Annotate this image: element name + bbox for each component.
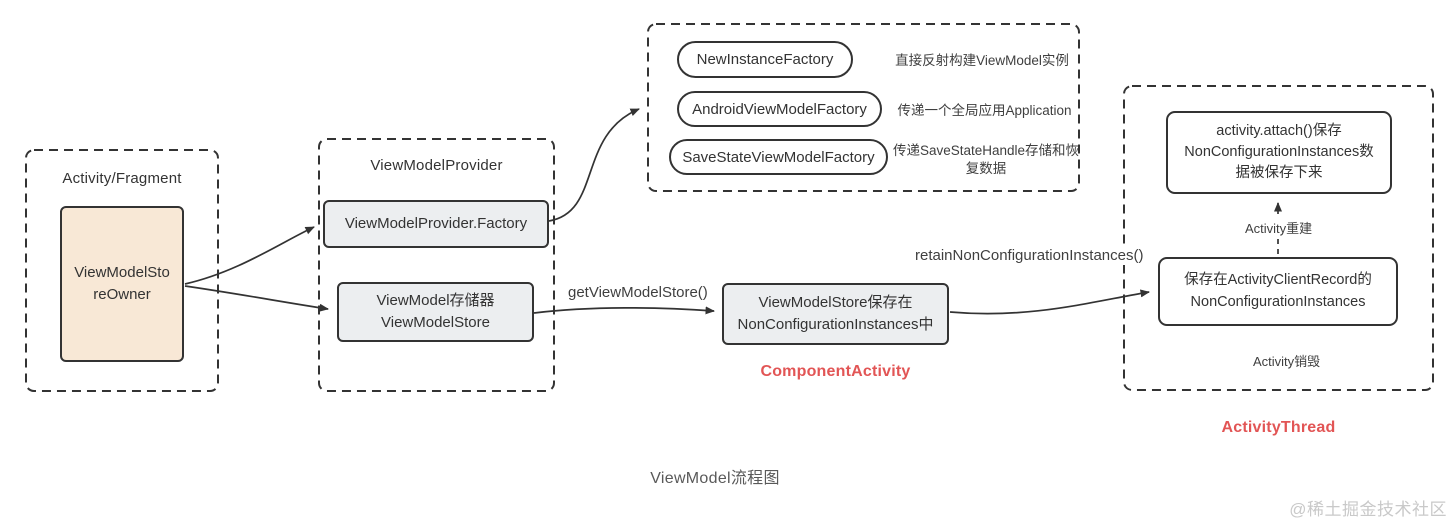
activityclientrecord-line1: 保存在ActivityClientRecord的 [1184, 272, 1372, 289]
arrow-owner-to-factory [184, 226, 315, 285]
newinstancefactory-desc: 直接反射构建ViewModel实例 [895, 53, 1069, 68]
viewmodelstoreowner-box: ViewModelSto reOwner [60, 206, 184, 362]
arrow-store-to-componentactivity [533, 306, 715, 315]
viewmodelstore-saved-line2: NonConfigurationInstances中 [737, 316, 934, 333]
activity-attach-box: activity.attach()保存 NonConfigurationInst… [1166, 111, 1392, 194]
viewmodelstore-saved-line1: ViewModelStore保存在 [758, 294, 913, 312]
viewmodelstore-box: ViewModel存储器 ViewModelStore [337, 282, 534, 342]
diagram-title: ViewModel流程图 [650, 470, 780, 487]
viewmodelprovider-frame [318, 138, 555, 392]
viewmodelstore-line2: ViewModelStore [381, 314, 490, 331]
arrow-componentactivity-to-record [949, 289, 1150, 315]
arrow-owner-to-store [184, 285, 329, 312]
activityclientrecord-line2: NonConfigurationInstances [1190, 293, 1366, 310]
androidviewmodelfactory-text: AndroidViewModelFactory [692, 100, 867, 118]
arrow-factory-to-factories [548, 108, 640, 222]
activity-rebuild-label: Activity重建 [1242, 217, 1316, 238]
newinstancefactory-pill: NewInstanceFactory [677, 41, 853, 78]
activity-fragment-label: Activity/Fragment [62, 170, 182, 187]
activity-attach-line1: activity.attach()保存 [1216, 122, 1342, 139]
activityclientrecord-box: 保存在ActivityClientRecord的 NonConfiguratio… [1158, 257, 1398, 326]
getviewmodelstore-label: getViewModelStore() [565, 283, 711, 302]
activitythread-label: ActivityThread [1221, 419, 1336, 436]
viewmodelstore-saved-box: ViewModelStore保存在 NonConfigurationInstan… [722, 283, 949, 345]
savestateviewmodelfactory-desc: 传递SaveStateHandle存储和恢复数据 [892, 143, 1080, 177]
savestateviewmodelfactory-pill: SaveStateViewModelFactory [669, 139, 888, 175]
newinstancefactory-text: NewInstanceFactory [696, 51, 834, 68]
viewmodelstoreowner-line2: reOwner [93, 286, 151, 303]
androidviewmodelfactory-desc: 传递一个全局应用Application [897, 103, 1072, 118]
watermark: @稀土掘金技术社区 [1289, 500, 1447, 519]
viewmodelprovider-label: ViewModelProvider [370, 157, 503, 174]
activity-attach-line2: NonConfigurationInstances数 [1184, 143, 1374, 160]
viewmodelstore-line1: ViewModel存储器 [376, 292, 495, 310]
componentactivity-label: ComponentActivity [760, 363, 911, 380]
viewmodelprovider-factory-box: ViewModelProvider.Factory [323, 200, 549, 248]
activity-destroy-label: Activity销毁 [1250, 350, 1324, 371]
viewmodelprovider-factory-text: ViewModelProvider.Factory [344, 215, 528, 233]
savestateviewmodelfactory-text: SaveStateViewModelFactory [682, 148, 875, 166]
androidviewmodelfactory-pill: AndroidViewModelFactory [677, 91, 882, 127]
viewmodelstoreowner-line1: ViewModelSto [74, 264, 170, 282]
activity-attach-line3: 据被保存下来 [1235, 165, 1323, 181]
retainnonconfigurationinstances-label: retainNonConfigurationInstances() [912, 246, 1147, 265]
